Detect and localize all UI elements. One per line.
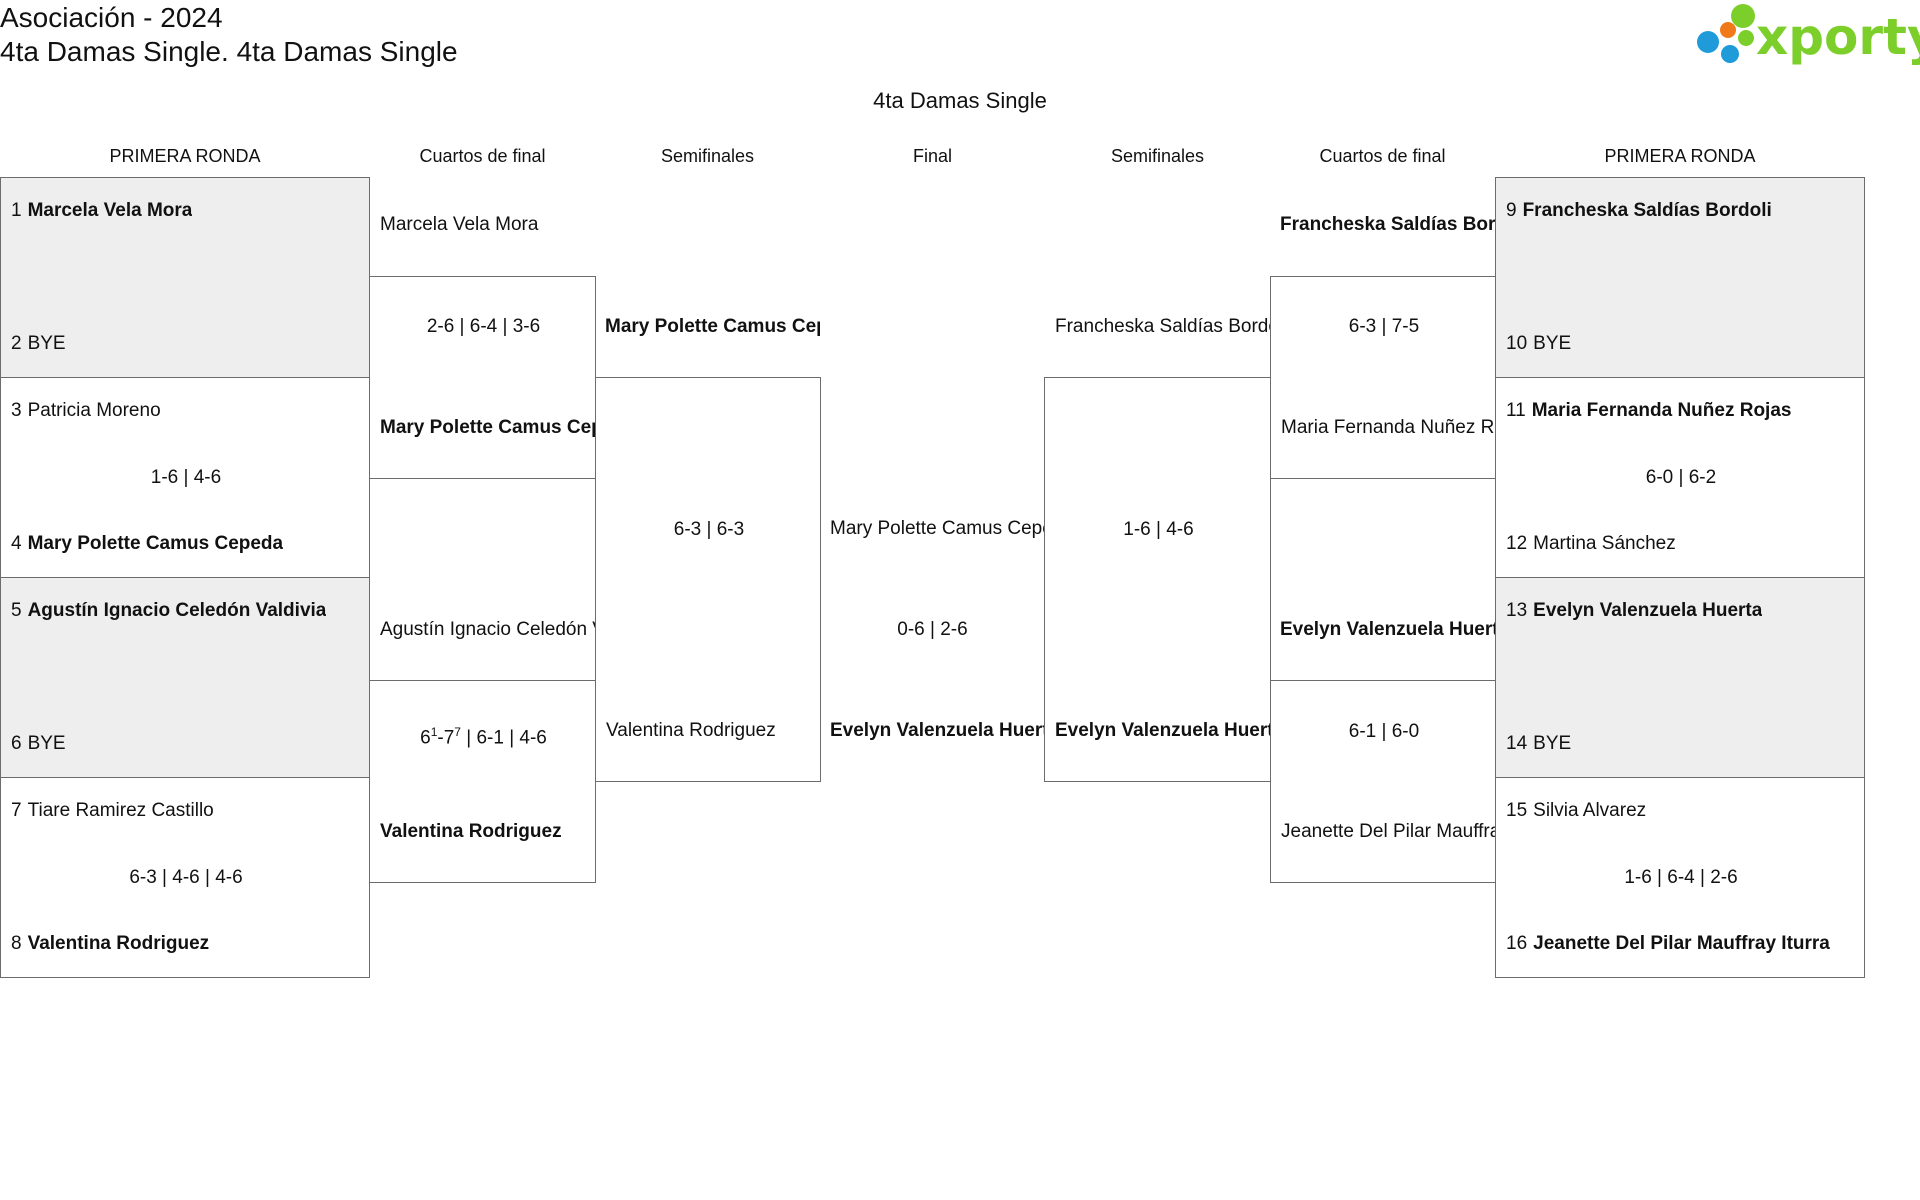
match-score: 2-6 | 6-4 | 3-6 [426,316,541,337]
match-score: 1-6 | 4-6 [150,467,222,488]
round-header-right-r1: PRIMERA RONDA [1604,146,1756,166]
qf-player: Maria Fernanda Nuñez Rojas [1281,417,1495,438]
qf-player: Francheska Saldías Bordoli [1280,214,1495,235]
association-title: Asociación - 2024 [0,2,223,33]
qf-player: Mary Polette Camus Cepeda [380,417,595,438]
sf-player: Francheska Saldías Bordoli [1055,316,1270,337]
match-score: 6-3 | 6-3 [673,519,745,540]
qf-player: Marcela Vela Mora [380,214,539,235]
match-score: 1-6 | 6-4 | 2-6 [1624,867,1738,888]
match-box-qf-4: 6-1 | 6-0 Jeanette Del Pilar Mauffray It… [1270,680,1496,883]
match-score: 61-77 | 6-1 | 4-6 [420,725,547,749]
round-header-left-sf: Semifinales [660,146,755,166]
final-player: Evelyn Valenzuela Huerta [830,720,1045,741]
match-box-qf-1: 2-6 | 6-4 | 3-6 Mary Polette Camus Ceped… [369,276,596,479]
match-box-qf-3: 6-3 | 7-5 Maria Fernanda Nuñez Rojas [1270,276,1496,479]
round-header-left-qf: Cuartos de final [419,146,546,166]
match-score: 6-3 | 4-6 | 4-6 [129,867,243,888]
match-box-sf-right: 1-6 | 4-6 Evelyn Valenzuela Huerta [1044,377,1271,782]
round-header-final: Final [912,146,952,166]
sf-player: Evelyn Valenzuela Huerta [1055,720,1270,741]
logo-text: xporty [1756,8,1920,66]
match-score: 1-6 | 4-6 [1123,519,1194,540]
final-player: Mary Polette Camus Cepeda [830,518,1045,539]
xporty-logo: xporty [1690,4,1920,66]
match-box-qf-2: 61-77 | 6-1 | 4-6 Valentina Rodriguez [369,680,596,883]
match-score: 6-0 | 6-2 [1645,467,1717,488]
final-score: 0-6 | 2-6 [897,619,968,640]
draw-title: 4ta Damas Single [873,88,1047,113]
qf-player: Valentina Rodriguez [380,821,562,842]
match-box-sf-left: 6-3 | 6-3 Valentina Rodriguez [595,377,821,782]
tournament-title: 4ta Damas Single. 4ta Damas Single [0,36,458,67]
sf-player: Mary Polette Camus Cepeda [605,316,820,337]
round-header-right-qf: Cuartos de final [1319,146,1446,166]
round-header-right-sf: Semifinales [1110,146,1205,166]
qf-player: Evelyn Valenzuela Huerta [1280,619,1495,640]
match-score: 6-3 | 7-5 [1348,316,1420,337]
round-header-left-r1: PRIMERA RONDA [109,146,261,166]
qf-player: Agustín Ignacio Celedón Valdivia [380,619,595,640]
qf-player: Jeanette Del Pilar Mauffray Iturra [1281,821,1495,842]
sf-player: Valentina Rodriguez [606,720,776,741]
match-score: 6-1 | 6-0 [1348,721,1420,742]
